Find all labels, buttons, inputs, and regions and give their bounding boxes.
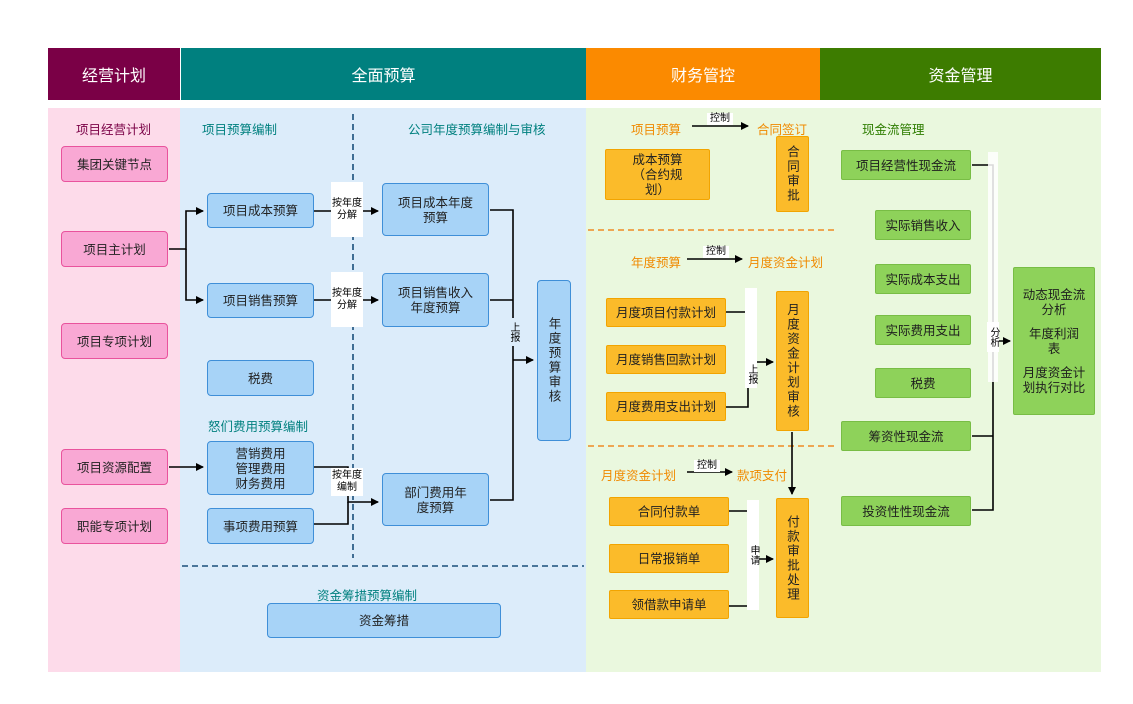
- contract-payment-form[interactable]: 合同付款单: [609, 497, 729, 526]
- control-label-3: 控制: [694, 460, 720, 472]
- monthly-payment-plan[interactable]: 月度项目付款计划: [606, 298, 726, 327]
- fin-annual-budget: 年度预算: [631, 255, 682, 270]
- operating-cash-flow[interactable]: 项目经营性现金流: [841, 150, 971, 180]
- header-budget: 全面预算: [181, 48, 586, 100]
- contract-approval[interactable]: 合同审批: [776, 136, 809, 212]
- funding-budget[interactable]: 资金筹措: [267, 603, 501, 638]
- analysis-results[interactable]: 动态现金流分析 年度利润表 月度资金计划执行对比: [1013, 267, 1095, 415]
- dept-fee-annual-budget[interactable]: 部门费用年度预算: [382, 473, 489, 526]
- annual-profit-statement: 年度利润表: [1028, 326, 1079, 356]
- control-label-1: 控制: [707, 113, 733, 125]
- special-fee-budget[interactable]: 事项费用预算: [207, 508, 314, 544]
- budget-sec-annual: 公司年度预算编制与审核: [408, 122, 546, 137]
- apply-label: 申请: [747, 540, 759, 570]
- header-capital: 资金管理: [820, 48, 1101, 100]
- financing-cash-flow[interactable]: 筹资性现金流: [841, 421, 971, 451]
- actual-cost-spend[interactable]: 实际成本支出: [875, 264, 971, 294]
- compile-label-fee: 按年度编制: [331, 468, 363, 496]
- daily-expense-form[interactable]: 日常报销单: [609, 544, 729, 573]
- header-finance: 财务管控: [586, 48, 820, 100]
- report-label-budget: 上报: [507, 318, 519, 346]
- header-plan: 经营计划: [48, 48, 180, 100]
- plan-item-functional[interactable]: 职能专项计划: [61, 508, 168, 544]
- split-label-cost: 按年度分解: [331, 182, 363, 237]
- plan-item-resource[interactable]: 项目资源配置: [61, 449, 168, 485]
- budget-sec-fee: 怒们费用预算编制: [208, 419, 309, 434]
- plan-title: 项目经营计划: [76, 122, 152, 137]
- monthly-plan-review[interactable]: 月度资金计划审核: [776, 291, 809, 431]
- tax-actual[interactable]: 税费: [875, 368, 971, 398]
- actual-sales-income[interactable]: 实际销售收入: [875, 210, 971, 240]
- monthly-plan-execution-compare: 月度资金计划执行对比: [1022, 365, 1086, 395]
- fin-monthly-plan: 月度资金计划: [748, 255, 824, 270]
- fin-payment: 款项支付: [737, 468, 788, 483]
- analysis-label: 分析: [987, 322, 999, 352]
- annual-cost-budget[interactable]: 项目成本年度预算: [382, 183, 489, 236]
- annual-sales-budget[interactable]: 项目销售收入年度预算: [382, 273, 489, 327]
- fee-budget-marketing: 营销费用: [235, 445, 286, 461]
- payment-approval-process[interactable]: 付款审批处理: [776, 498, 809, 618]
- cost-budget-contract-plan[interactable]: 成本预算（合约规划）: [605, 149, 710, 200]
- monthly-sales-plan[interactable]: 月度销售回款计划: [606, 345, 726, 374]
- plan-item-master-plan[interactable]: 项目主计划: [61, 231, 168, 267]
- investing-cash-flow[interactable]: 投资性性现金流: [841, 496, 971, 526]
- annual-budget-review[interactable]: 年度预算审核: [537, 280, 571, 441]
- dynamic-cash-flow-analysis: 动态现金流分析: [1022, 287, 1086, 317]
- report-label-finance: 上报: [745, 360, 757, 388]
- monthly-fee-plan[interactable]: 月度费用支出计划: [606, 392, 726, 421]
- fee-budget[interactable]: 营销费用 管理费用 财务费用: [207, 441, 314, 495]
- fee-budget-management: 管理费用: [235, 460, 286, 476]
- loan-application-form[interactable]: 领借款申请单: [609, 590, 729, 619]
- control-label-2: 控制: [703, 246, 729, 258]
- tax-budget[interactable]: 税费: [207, 360, 314, 396]
- project-cost-budget[interactable]: 项目成本预算: [207, 193, 314, 228]
- plan-item-special-plan[interactable]: 项目专项计划: [61, 323, 168, 359]
- cash-flow-title: 现金流管理: [862, 122, 925, 137]
- fin-contract-sign: 合同签订: [757, 122, 808, 137]
- fee-budget-finance: 财务费用: [235, 475, 286, 491]
- budget-sec-project: 项目预算编制: [202, 122, 278, 137]
- project-sales-budget[interactable]: 项目销售预算: [207, 283, 314, 318]
- split-label-sales: 按年度分解: [331, 272, 363, 327]
- plan-item-key-nodes[interactable]: 集团关键节点: [61, 146, 168, 182]
- fin-project-budget: 项目预算: [631, 122, 682, 137]
- plan-band: [48, 108, 180, 672]
- fin-monthly-plan-2: 月度资金计划: [601, 468, 677, 483]
- budget-sec-funding: 资金筹措预算编制: [317, 588, 418, 603]
- actual-fee-spend[interactable]: 实际费用支出: [875, 315, 971, 345]
